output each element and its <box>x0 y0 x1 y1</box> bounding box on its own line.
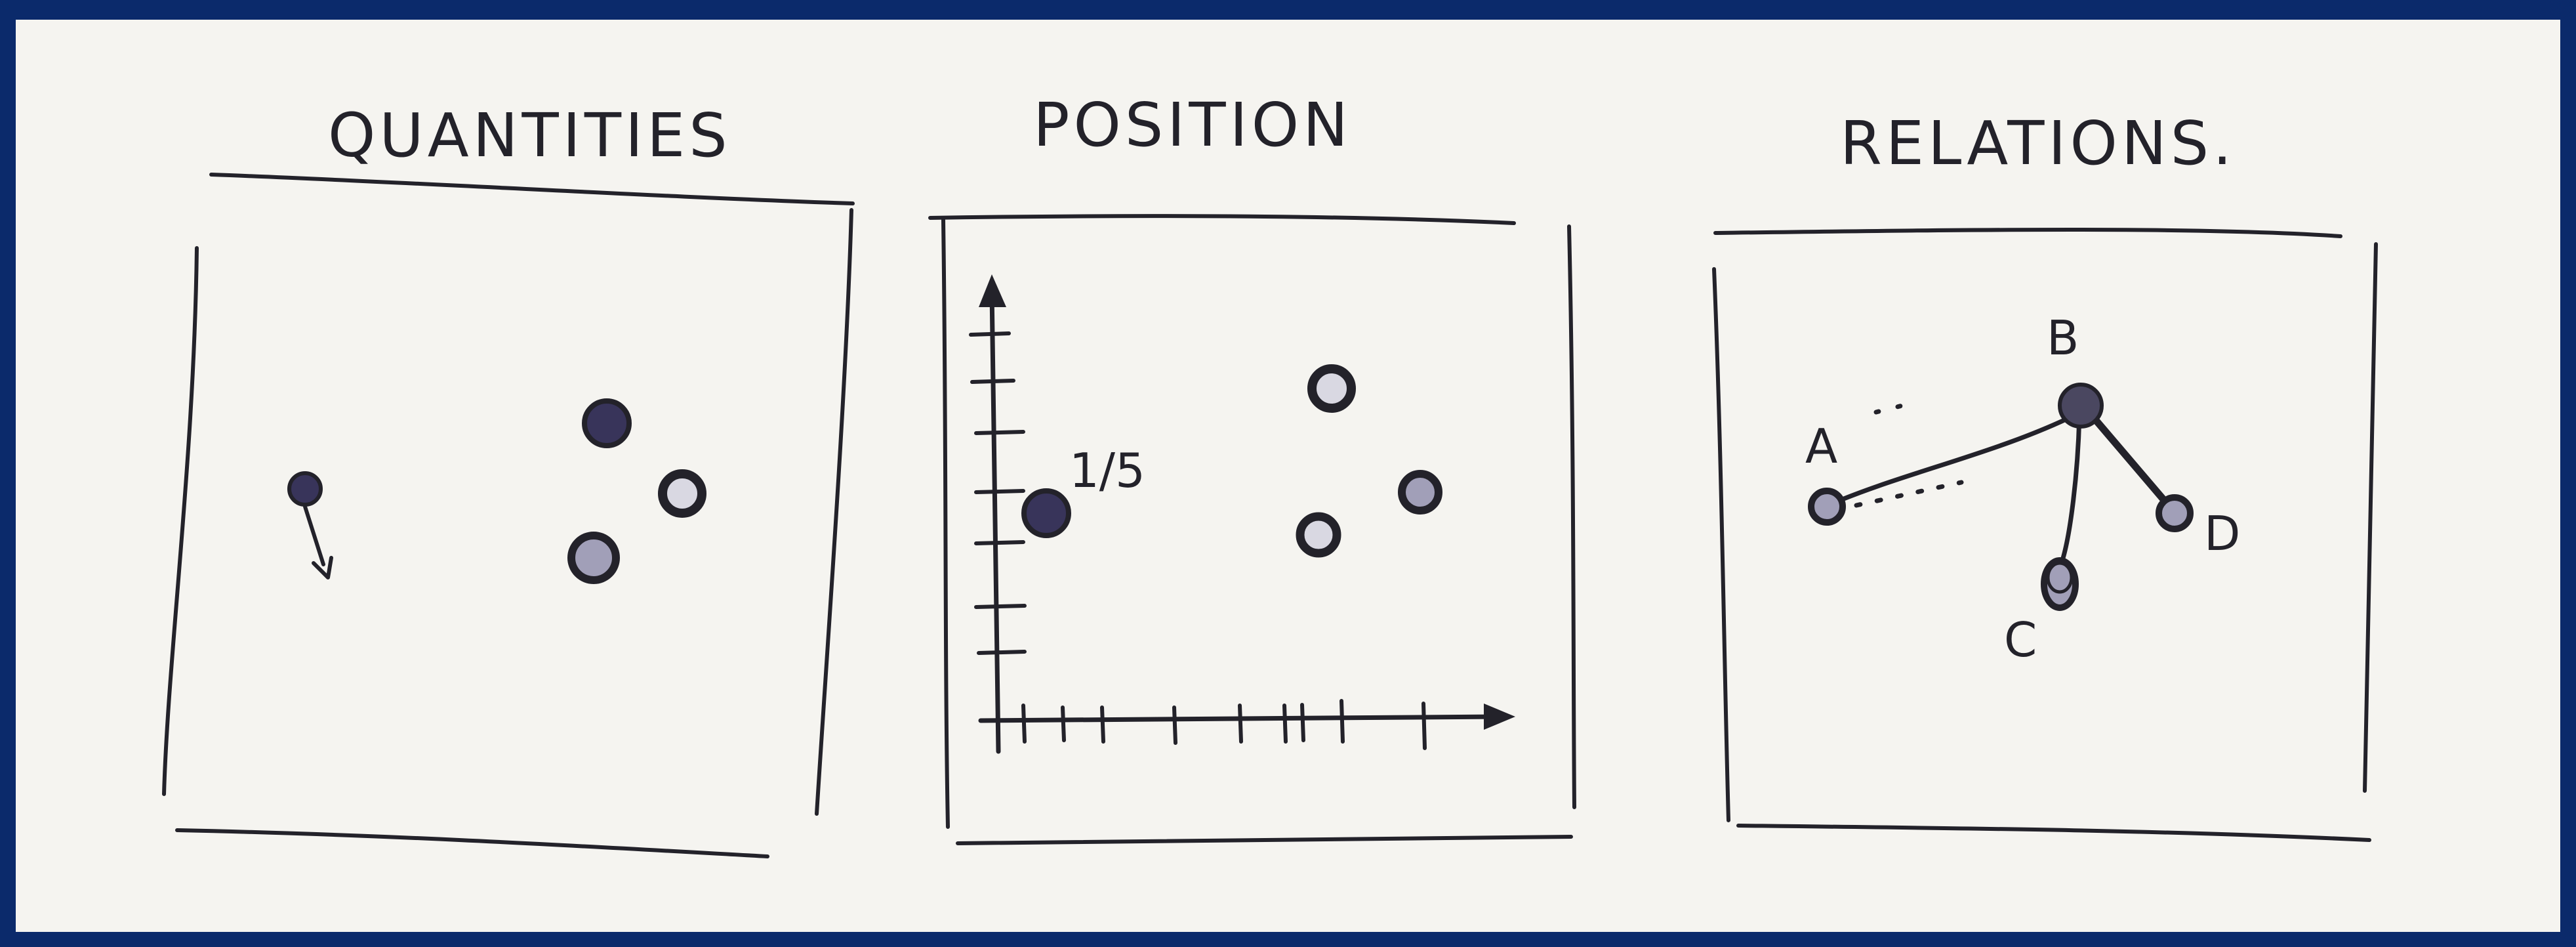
panel-title-position: POSITION <box>1033 90 1352 160</box>
dot <box>663 474 702 513</box>
node-b-label: B <box>2047 310 2079 366</box>
panel-title-relations: RELATIONS. <box>1840 108 2236 179</box>
node-a-label: A <box>1805 419 1837 474</box>
dot <box>571 536 616 580</box>
node-a-dot <box>1811 491 1843 522</box>
node-d-label: D <box>2204 506 2240 561</box>
dot <box>1402 474 1439 511</box>
panel-title-quantities: QUANTITIES <box>328 100 731 171</box>
axis-value-label: 1/5 <box>1069 443 1145 498</box>
node-d-dot <box>2159 497 2190 529</box>
dot <box>584 401 629 446</box>
dot <box>1024 491 1069 536</box>
node-b-dot <box>2060 385 2102 427</box>
dot <box>1312 369 1351 408</box>
dot <box>1300 516 1337 553</box>
node-c-dot <box>2044 560 2075 608</box>
node-c-label: C <box>2004 612 2037 667</box>
